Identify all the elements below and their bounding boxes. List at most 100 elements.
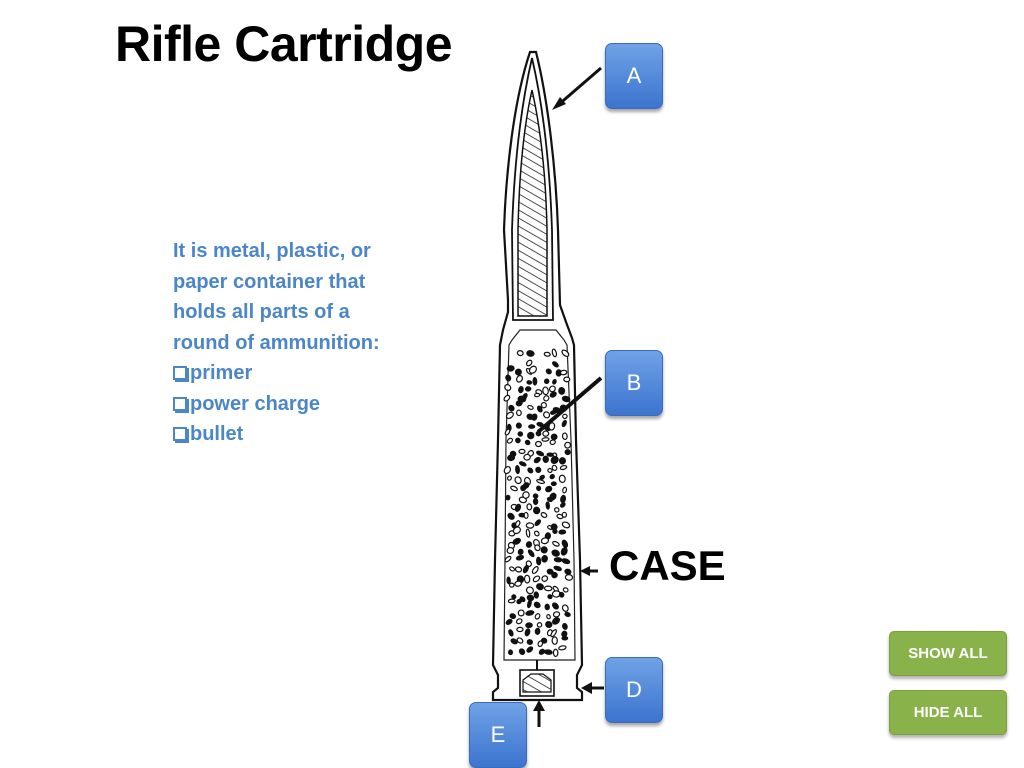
powder-granule [541,555,548,563]
marker-a-button[interactable]: A [605,43,663,109]
powder-granule [551,348,558,358]
powder-granule [526,599,532,609]
powder-granule [543,585,553,592]
powder-granule [563,376,571,383]
powder-granule [525,541,533,548]
bullet-item: power charge [173,389,423,420]
powder-granule [536,405,543,413]
powder-granule [508,582,515,588]
powder-granule [551,636,558,645]
powder-granule [547,467,553,473]
powder-granule [542,455,549,463]
powder-granule [543,378,550,385]
powder-granule [540,637,548,644]
powder-granule [511,594,517,600]
powder-granule [508,649,514,656]
powder-granule [506,365,515,372]
powder-granule [515,464,520,475]
powder-granule [543,351,551,357]
powder-granule [503,465,512,475]
powder-granule [538,648,545,655]
powder-granule [518,648,526,656]
bullet-core [517,89,548,317]
powder-granule [547,594,553,600]
powder-granule [515,400,523,407]
pointer-b [536,376,603,434]
powder-granule [533,392,541,398]
powder-granule [518,448,526,454]
show-all-button[interactable]: SHOW ALL [889,631,1007,676]
bullet-item-label: power charge [190,392,321,415]
powder-granule [508,404,515,412]
powder-granule [549,474,555,480]
powder-granule [516,374,523,383]
primer-cup [522,673,552,693]
powder-granule [553,557,563,563]
powder-granule [549,409,557,415]
powder-granule [522,564,529,574]
powder-granule [552,648,559,658]
powder-granule [552,378,557,385]
powder-granule [564,611,571,618]
powder-granule [515,618,523,625]
powder-granule [506,546,515,555]
marker-d-button[interactable]: D [605,657,663,723]
powder-granule [507,512,515,520]
powder-granule [534,627,541,635]
powder-granule [550,629,558,638]
powder-granule [527,404,534,410]
powder-granule [559,464,568,471]
hide-all-button[interactable]: HIDE ALL [889,690,1007,735]
powder-granule [526,380,533,385]
powder-granule [550,433,558,441]
powder-granule [540,512,548,519]
powder-granule [561,539,569,549]
powder-granule [516,350,524,357]
bullet-item-label: primer [190,362,253,384]
powder-granule [536,583,544,591]
powder-granule [551,464,558,471]
powder-granule [561,521,571,529]
description-text: It is metal, plastic, or paper container… [173,236,423,450]
powder-granule [546,614,551,620]
powder-granule [548,422,556,431]
powder-granule [514,476,522,485]
powder-granule [562,486,568,494]
powder-granule [515,554,525,561]
powder-granule [504,384,512,391]
marker-b-button[interactable]: B [605,350,663,416]
powder-granule [554,507,560,513]
powder-granule [516,409,522,417]
powder-granule [564,573,574,581]
powder-granule [552,611,561,618]
powder-granule [558,474,566,484]
powder-granule [564,568,572,575]
powder-granule [525,622,533,629]
powder-granule [558,591,565,598]
powder-granule [539,474,545,481]
powder-granule [542,386,549,396]
powder-granule [543,649,553,655]
marker-e-button[interactable]: E [469,702,527,768]
powder-granule [507,598,516,604]
powder-granule [534,613,541,620]
powder-granule [527,467,534,474]
powder-granule [558,457,566,465]
powder-granule [503,394,511,402]
powder-granule [533,530,540,537]
powder-granule [515,437,521,444]
powder-granule [533,601,541,609]
powder-granule [526,639,534,645]
powder-granule [523,453,531,461]
powder-granule [545,485,553,493]
powder-granule [517,548,524,556]
powder-granule [524,386,532,392]
powder-granule [527,431,535,440]
powder-granule [552,528,558,534]
checkbox-bullet-icon [173,366,187,381]
powder-granule [533,456,541,464]
checkbox-bullet-icon [173,427,187,442]
powder-granule [524,628,531,637]
powder-granule [514,503,522,512]
powder-granule [561,349,570,357]
